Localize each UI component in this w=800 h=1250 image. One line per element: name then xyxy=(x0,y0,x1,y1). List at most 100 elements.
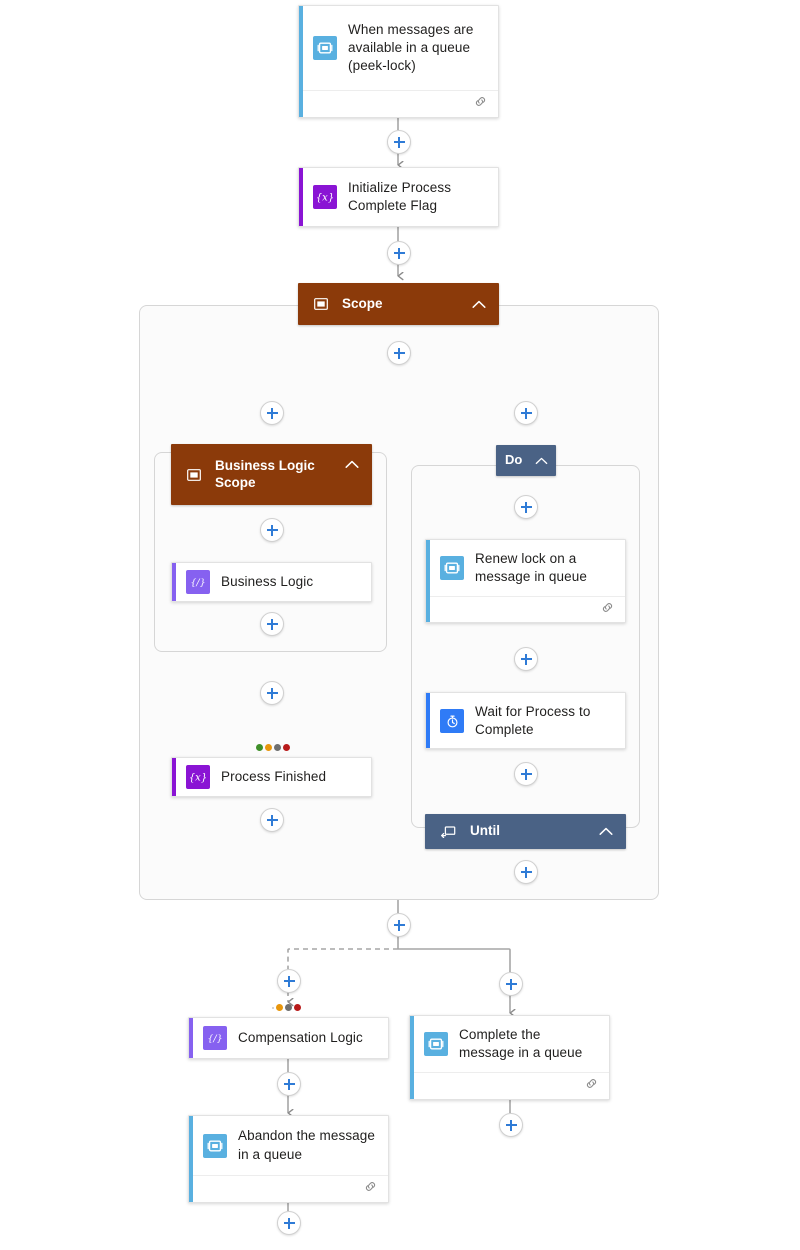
add-action-after-complete-message[interactable] xyxy=(499,1113,523,1137)
scope-header[interactable]: Scope xyxy=(298,283,499,325)
renew-lock-card-footer xyxy=(426,596,625,622)
add-action-complete-branch[interactable] xyxy=(499,972,523,996)
loop-icon xyxy=(439,823,457,841)
service-bus-icon xyxy=(203,1133,227,1158)
add-action-after-wait[interactable] xyxy=(514,762,538,786)
run-after-status-dots-compensation-logic[interactable] xyxy=(272,1004,301,1011)
renew-lock-card-title: Renew lock on a message in queue xyxy=(475,551,587,585)
action-card-compensation-logic[interactable]: {/} Compensation Logic xyxy=(188,1017,389,1059)
connection-link-icon[interactable] xyxy=(600,600,615,620)
trigger-accent-bar xyxy=(299,6,303,117)
add-action-compensation-branch[interactable] xyxy=(277,969,301,993)
business-logic-scope-header-label: Business Logic Scope xyxy=(215,457,315,490)
compose-icon: {/} xyxy=(186,570,210,594)
complete-card-body: Complete the message in a queue xyxy=(410,1016,609,1072)
business-logic-card-body: {/} Business Logic xyxy=(172,563,371,601)
initialize-variable-card-body: {x} Initialize Process Complete Flag xyxy=(299,168,498,226)
status-dot-timedout xyxy=(265,744,272,751)
action-card-initialize-process-complete-flag[interactable]: {x} Initialize Process Complete Flag xyxy=(298,167,499,227)
svg-text:{x}: {x} xyxy=(189,773,207,784)
action-card-abandon-message[interactable]: Abandon the message in a queue xyxy=(188,1115,389,1203)
compensation-accent-bar xyxy=(189,1018,193,1058)
abandon-card-title: Abandon the message in a queue xyxy=(238,1128,375,1162)
add-action-after-until[interactable] xyxy=(514,860,538,884)
business-logic-accent-bar xyxy=(172,563,176,601)
business-logic-scope-header[interactable]: Business Logic Scope xyxy=(171,444,372,505)
compensation-card-body: {/} Compensation Logic xyxy=(189,1018,388,1058)
complete-card-title: Complete the message in a queue xyxy=(459,1027,583,1061)
do-badge-label: Do xyxy=(505,452,523,468)
add-action-after-initialize-variable[interactable] xyxy=(387,241,411,265)
variable-icon: {x} xyxy=(186,765,210,789)
svg-text:{x}: {x} xyxy=(316,193,334,204)
connection-link-icon[interactable] xyxy=(363,1179,378,1199)
status-dot-failed xyxy=(294,1004,301,1011)
chevron-up-icon[interactable] xyxy=(344,456,360,472)
delay-icon xyxy=(440,709,464,734)
add-action-after-abandon-message[interactable] xyxy=(277,1211,301,1235)
add-action-inside-do-loop[interactable] xyxy=(514,495,538,519)
service-bus-icon xyxy=(424,1032,448,1057)
service-bus-icon xyxy=(440,556,464,581)
connection-link-icon[interactable] xyxy=(584,1076,599,1096)
trigger-card-title: When messages are available in a queue (… xyxy=(348,21,474,74)
renew-lock-card-body: Renew lock on a message in queue xyxy=(426,540,625,596)
run-after-status-dots-process-finished[interactable] xyxy=(256,744,290,751)
complete-card-footer xyxy=(410,1072,609,1099)
status-dot-failed xyxy=(283,744,290,751)
action-card-wait-for-process[interactable]: Wait for Process to Complete xyxy=(425,692,626,749)
chevron-up-icon[interactable] xyxy=(598,824,614,840)
add-action-after-renew-lock[interactable] xyxy=(514,647,538,671)
add-action-after-business-logic[interactable] xyxy=(260,612,284,636)
status-dot-skipped xyxy=(274,744,281,751)
add-action-inside-scope-top[interactable] xyxy=(387,341,411,365)
svg-text:{/}: {/} xyxy=(207,1034,222,1045)
add-action-inside-business-logic-scope[interactable] xyxy=(260,518,284,542)
status-dot-dimmed xyxy=(272,1006,274,1009)
add-action-after-compensation-logic[interactable] xyxy=(277,1072,301,1096)
process-finished-accent-bar xyxy=(172,758,176,796)
scope-icon xyxy=(185,466,203,484)
add-action-before-process-finished[interactable] xyxy=(260,681,284,705)
status-dot-skipped xyxy=(285,1004,292,1011)
process-finished-card-body: {x} Process Finished xyxy=(172,758,371,796)
connection-link-icon[interactable] xyxy=(473,94,488,114)
variable-icon: {x} xyxy=(313,185,337,209)
compensation-card-title: Compensation Logic xyxy=(238,1029,363,1045)
wait-accent-bar xyxy=(426,693,430,748)
add-action-left-branch[interactable] xyxy=(260,401,284,425)
add-action-after-trigger[interactable] xyxy=(387,130,411,154)
process-finished-card-title: Process Finished xyxy=(221,768,327,784)
action-card-process-finished[interactable]: {x} Process Finished xyxy=(171,757,372,797)
trigger-card-body: When messages are available in a queue (… xyxy=(299,6,498,90)
status-dot-succeeded xyxy=(256,744,263,751)
abandon-accent-bar xyxy=(189,1116,193,1202)
add-action-after-process-finished[interactable] xyxy=(260,808,284,832)
wait-card-title: Wait for Process to Complete xyxy=(475,704,591,738)
compose-icon: {/} xyxy=(203,1026,227,1050)
initialize-variable-card-title: Initialize Process Complete Flag xyxy=(348,179,452,213)
action-card-business-logic[interactable]: {/} Business Logic xyxy=(171,562,372,602)
trigger-card-footer xyxy=(299,90,498,117)
until-header-label: Until xyxy=(470,823,500,839)
add-action-after-scope[interactable] xyxy=(387,913,411,937)
chevron-up-icon[interactable] xyxy=(471,296,487,312)
trigger-card-when-messages-available[interactable]: When messages are available in a queue (… xyxy=(298,5,499,118)
abandon-card-footer xyxy=(189,1175,388,1202)
action-card-renew-lock[interactable]: Renew lock on a message in queue xyxy=(425,539,626,623)
do-loop-badge[interactable]: Do xyxy=(496,445,556,476)
chevron-up-icon[interactable] xyxy=(534,454,548,468)
svg-text:{/}: {/} xyxy=(190,578,205,589)
complete-accent-bar xyxy=(410,1016,414,1099)
initialize-variable-accent-bar xyxy=(299,168,303,226)
renew-lock-accent-bar xyxy=(426,540,430,622)
add-action-right-branch[interactable] xyxy=(514,401,538,425)
until-loop-header[interactable]: Until xyxy=(425,814,626,849)
action-card-complete-message[interactable]: Complete the message in a queue xyxy=(409,1015,610,1100)
wait-card-body: Wait for Process to Complete xyxy=(426,693,625,748)
scope-icon xyxy=(312,295,330,313)
scope-header-label: Scope xyxy=(342,295,383,311)
status-dot-timedout xyxy=(276,1004,283,1011)
business-logic-card-title: Business Logic xyxy=(221,573,314,589)
